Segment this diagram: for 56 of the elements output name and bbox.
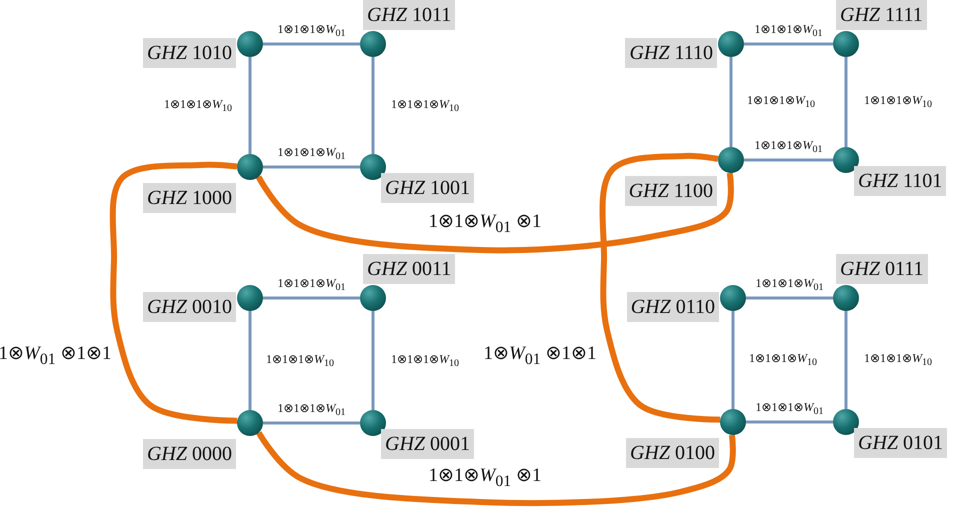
state-label: GHZ 1010 [142,38,236,68]
curved-connector [110,162,238,424]
connector-line [744,42,833,46]
state-label: GHZ 0101 [854,428,948,458]
connector-line [248,57,252,154]
state-label: GHZ 0001 [381,429,474,459]
edge-label: 1⊗W$_{01}$ ⊗1⊗1 [0,344,112,368]
edge-label: 1⊗1⊗1⊗W$_{01}$ [276,402,348,418]
edge-label: 1⊗1⊗1⊗W$_{10}$ [747,352,819,368]
curved-connector [256,431,736,506]
connector-line [263,296,360,300]
connector-line [372,311,374,410]
state-label: GHZ 1101 [854,166,946,196]
state-label: GHZ 1000 [142,183,236,213]
edge-label: 1⊗W$_{01}$ ⊗1⊗1 [482,344,598,368]
state-label: GHZ 1100 [624,176,717,206]
state-label: GHZ 1001 [381,173,474,203]
connector-line [744,158,833,162]
curved-connector [600,152,720,423]
state-label: GHZ 1111 [836,0,927,30]
edge-label: 1⊗1⊗1⊗W$_{10}$ [389,352,461,369]
state-label: GHZ 0100 [626,438,719,468]
edge-label: 1⊗1⊗1⊗W$_{01}$ [754,276,826,294]
state-label: GHZ 0111 [836,254,928,284]
connector-line [746,420,833,424]
state-label: GHZ 0110 [626,292,719,322]
state-label: GHZ 1110 [625,38,717,68]
edge-label: 1⊗1⊗1⊗W$_{10}$ [862,352,934,368]
state-label: GHZ 1011 [363,0,456,30]
edge-label: 1⊗1⊗1⊗W$_{01}$ [276,22,348,40]
edge-label: 1⊗1⊗1⊗W$_{01}$ [752,138,824,156]
connector-line [372,57,374,154]
connector-line [732,311,734,409]
edge-label: 1⊗1⊗1⊗W$_{01}$ [276,276,348,294]
connector-line [263,42,360,46]
edge-label: 1⊗1⊗1⊗W$_{10}$ [264,352,336,369]
state-label: GHZ 0011 [363,254,456,284]
edge-label: 1⊗1⊗1⊗W$_{01}$ [276,146,348,162]
state-label: GHZ 0010 [142,292,236,322]
connector-line [263,422,360,424]
edge-label: 1⊗1⊗1⊗W$_{10}$ [862,94,934,110]
edge-label: 1⊗1⊗1⊗W$_{10}$ [745,94,817,110]
edge-label: 1⊗1⊗1⊗W$_{01}$ [752,22,824,40]
connector-line [730,57,732,147]
edge-label: 1⊗1⊗1⊗W$_{10}$ [389,97,461,114]
connector-line [248,311,252,410]
edge-label: 1⊗1⊗1⊗W$_{01}$ [754,400,826,418]
connector-line [746,296,833,300]
connector-line [844,311,848,409]
edge-label: 1⊗1⊗1⊗W$_{10}$ [162,97,234,114]
edge-label: 1⊗1⊗W$_{01}$ ⊗1 [428,466,542,490]
state-label: GHZ 0000 [142,439,236,469]
connector-line [844,57,848,147]
curved-connector [256,172,734,254]
edge-label: 1⊗1⊗W$_{01}$ ⊗1 [428,212,542,236]
connector-line [263,166,360,168]
